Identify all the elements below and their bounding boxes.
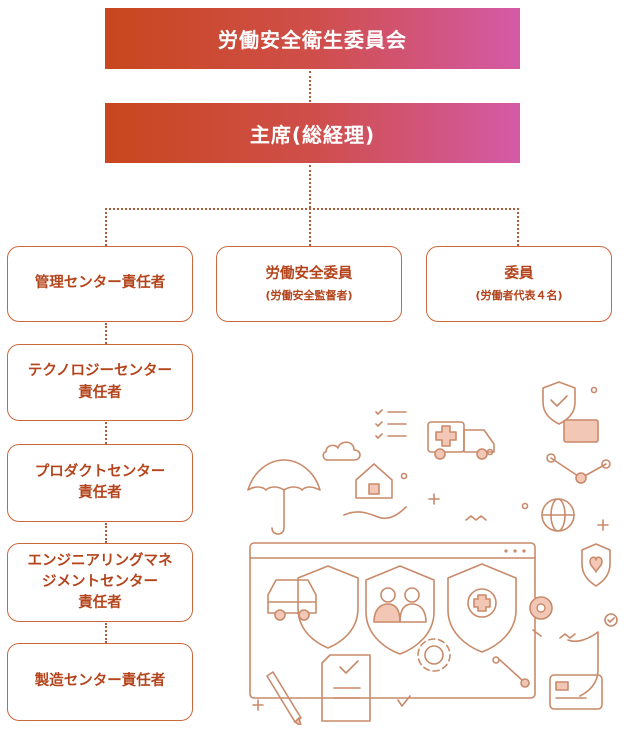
chair-banner: 主席(総経理)	[105, 103, 520, 163]
connector-branch-center	[309, 208, 311, 246]
committee-title: 労働安全衛生委員会	[218, 28, 407, 52]
chain-box-4: 製造センター責任者	[7, 643, 193, 721]
family-shield-icon	[365, 565, 435, 655]
branch-line	[105, 208, 519, 210]
committee-banner: 労働安全衛生委員会	[105, 8, 520, 69]
browser-window-icon	[249, 542, 536, 699]
connector-chain-3-4	[105, 623, 107, 643]
chain-box-1: テクノロジーセンター 責任者	[7, 344, 193, 421]
credit-card-icon	[549, 674, 603, 710]
safety-insurance-illustration	[247, 381, 618, 725]
chain-box-0-line-0: 管理センター責任者	[34, 275, 166, 292]
ambulance-icon	[427, 421, 495, 460]
heart-shield-icon	[581, 543, 611, 587]
connector-chain-1-2	[105, 422, 107, 444]
chain-box-3: エンジニアリングマネ ジメントセンター 責任者	[7, 543, 193, 622]
connector-chain-0-1	[105, 323, 107, 344]
safety-member-box: 労働安全委員 (労働安全監督者)	[216, 246, 402, 322]
connector-branch-left	[105, 208, 107, 246]
chain-box-2-line-0: プロダクトセンター	[34, 463, 166, 480]
connector-chain-2-3	[105, 523, 107, 543]
gear-icon	[417, 638, 451, 672]
shield-check-icon	[542, 381, 599, 443]
chair-title: 主席(総経理)	[249, 122, 376, 147]
medical-shield-icon	[447, 563, 517, 653]
safety-member-title: 労働安全委員	[265, 266, 353, 283]
chain-box-1-line-1: 責任者	[78, 384, 122, 401]
document-icon	[321, 654, 371, 722]
car-shield-icon	[267, 565, 359, 649]
chain-box-2: プロダクトセンター 責任者	[7, 444, 193, 522]
chain-box-3-line-1: ジメントセンター	[42, 573, 158, 590]
connector-committee-chair	[309, 71, 311, 102]
pen-icon	[266, 671, 302, 725]
safety-member-note: (労働安全監督者)	[265, 289, 353, 303]
umbrella-icon	[247, 459, 321, 535]
chain-box-0: 管理センター責任者	[7, 246, 193, 322]
sparkle-icons	[252, 386, 618, 711]
chain-box-2-line-1: 責任者	[78, 485, 122, 501]
chain-box-1-line-0: テクノロジーセンター	[27, 363, 173, 380]
chain-box-4-line-0: 製造センター責任者	[34, 673, 166, 690]
connector-branch-right	[517, 208, 519, 246]
checklist-icon	[375, 409, 407, 439]
connector-chair-branch	[309, 165, 311, 208]
chain-box-3-line-0: エンジニアリングマネ	[27, 552, 173, 569]
member-box: 委員 (労働者代表４名)	[426, 246, 612, 322]
small-gear-icon	[529, 596, 553, 620]
network-icon	[546, 453, 611, 484]
house-in-hand-icon	[343, 463, 407, 520]
member-title: 委員	[504, 266, 534, 283]
shield-outline-icon	[567, 631, 599, 697]
globe-icon	[541, 498, 575, 532]
member-note: (労働者代表４名)	[475, 289, 563, 303]
cloud-icon	[322, 441, 361, 461]
chain-box-3-line-2: 責任者	[78, 595, 122, 611]
